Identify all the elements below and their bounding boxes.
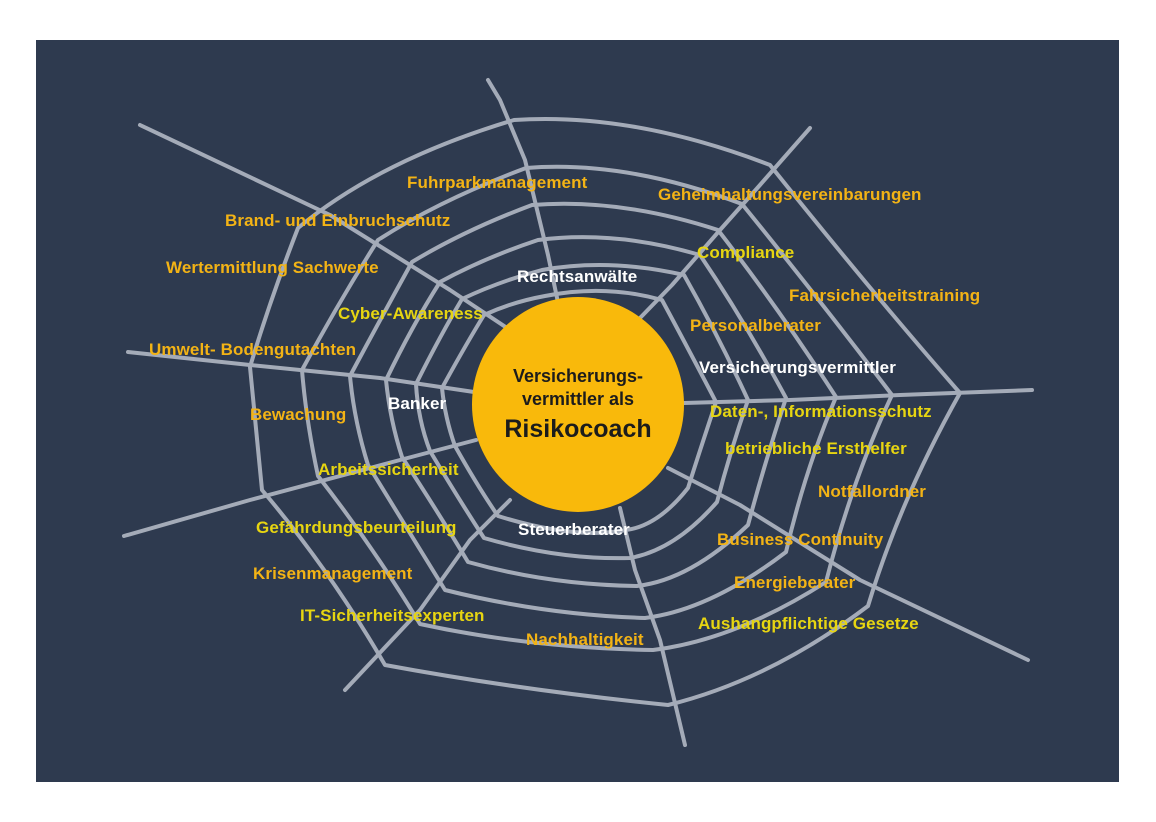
label-fuhrparkmanagement: Fuhrparkmanagement [407, 173, 588, 192]
label-bewachung: Bewachung [250, 405, 347, 424]
spoke-north [486, 78, 562, 314]
label-aushangpflichtige-gesetze: Aushangpflichtige Gesetze [698, 614, 919, 633]
label-banker: Banker [388, 394, 447, 413]
label-umwelt-bodengutachten: Umwelt- Bodengutachten [149, 340, 357, 359]
spoke-southwest [343, 498, 512, 692]
web-ring-1 [440, 288, 718, 535]
label-fahrsicherheitstraining: Fahrsicherheitstraining [789, 286, 981, 305]
spoke-east [682, 388, 1034, 405]
label-brand-einbruchschutz: Brand- und Einbruchschutz [225, 211, 451, 230]
spoke-west [126, 350, 476, 394]
label-betriebliche-ersthelfer: betriebliche Ersthelfer [725, 439, 907, 458]
label-business-continuity: Business Continuity [717, 530, 884, 549]
center-title-line1: Versicherungs- [512, 365, 644, 386]
label-rechtsanwaelte: Rechtsanwälte [517, 267, 638, 286]
spoke-south [618, 506, 687, 747]
center-title-line2: vermittler als [521, 388, 635, 409]
label-wertermittlung-sachwerte: Wertermittlung Sachwerte [166, 258, 379, 277]
label-gefaehrdungsbeurteilung: Gefährdungsbeurteilung [256, 518, 457, 537]
label-compliance: Compliance [697, 243, 795, 262]
spoke-west-south [122, 438, 478, 538]
label-nachhaltigkeit: Nachhaltigkeit [526, 630, 644, 649]
center-title-line3: Risikocoach [504, 414, 652, 443]
label-energieberater: Energieberater [734, 573, 856, 592]
label-versicherungsvermittler: Versicherungsvermittler [699, 358, 896, 377]
label-notfallordner: Notfallordner [818, 482, 927, 501]
label-geheimhaltungsvereinbarungen: Geheimhaltungsvereinbarungen [658, 185, 922, 204]
label-steuerberater: Steuerberater [518, 520, 630, 539]
spoke-southeast [666, 466, 1030, 662]
label-it-sicherheitsexperten: IT-Sicherheitsexperten [300, 606, 485, 625]
label-arbeitssicherheit: Arbeitssicherheit [318, 460, 459, 479]
label-cyber-awareness: Cyber-Awareness [338, 304, 483, 323]
web-rings [248, 116, 962, 707]
center-node: Versicherungs- vermittler als Risikocoac… [472, 297, 684, 512]
label-krisenmanagement: Krisenmanagement [253, 564, 413, 583]
web-ring-2 [414, 263, 750, 561]
label-daten-informationsschutz: Daten-, Informationsschutz [710, 402, 932, 421]
web-ring-4 [348, 201, 838, 620]
spoke-northwest [138, 123, 512, 332]
web-ring-5 [300, 164, 894, 652]
web-ring-3 [384, 235, 788, 588]
label-personalberater: Personalberater [690, 316, 821, 335]
web-ring-6 [248, 116, 962, 707]
